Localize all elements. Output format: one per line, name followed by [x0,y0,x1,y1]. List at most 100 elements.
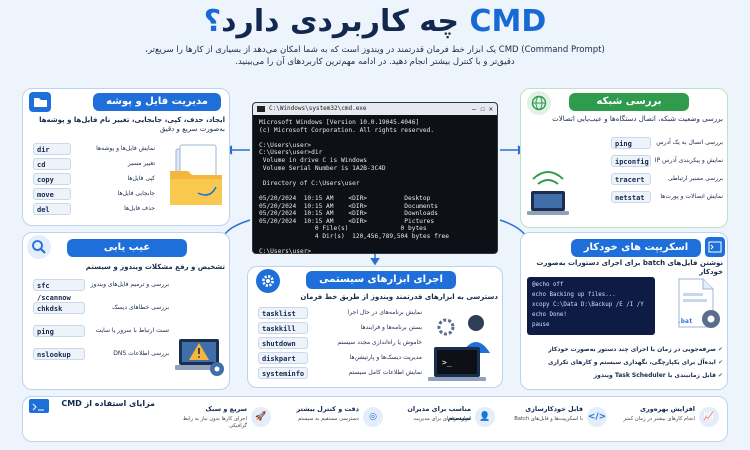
scripts-subtitle: نوشتن فایل‌های batch برای اجرای دستورات … [536,259,723,276]
benefit-item: 📈 افزایش بهره‌وری انجام کارهای بیشتر در زم… [611,401,723,445]
command-description: مدیریت دیسک‌ها و پارتیشن‌ها [349,354,422,361]
script-benefit-item: ✔ ایده‌آل برای یکپارچگی، نگهداری سیستم و… [527,356,723,369]
system-tools-title: اجرای ابزارهای سیستمی [306,271,456,289]
terminal-line [259,241,491,249]
benefit-description: اجرای کارها بدون نیاز به رابط گرافیکی [182,416,247,429]
rocket-icon: 🚀 [251,407,271,427]
command-diskpart: diskpart [258,352,308,364]
command-del: del [33,203,71,215]
terminal-output[interactable]: Microsoft Windows [Version 10.0.19045.40… [253,115,497,260]
benefits-bar: مزایای استفاده از CMD 🚀 سریع و سبک اجرای ک… [22,396,728,442]
benefit-title: افزایش بهره‌وری [640,405,695,413]
bat-file-icon [671,275,725,335]
code-line: pause [532,322,550,328]
command-description: بررسی خطاهای دیسک [112,304,169,311]
terminal-line [259,187,491,195]
terminal-line: 05/20/2024 10:15 AM <DIR> Downloads [259,210,438,218]
command-description: حذف فایل‌ها [124,205,155,212]
code-line: @echo off [532,282,564,288]
terminal-line: Volume Serial Number is 1A2B-3C4D [259,164,386,172]
benefit-description: انجام کارهای بیشتر در زمان کمتر [623,416,695,422]
command-ping: ping [611,137,651,149]
command-description: بستن برنامه‌ها و فرایندها [360,324,422,331]
folder-illustration [168,141,226,211]
terminal-line: C:\Users\user>dir [259,149,323,157]
cmd-window-icon [29,399,49,413]
command-tasklist: tasklist [258,307,308,319]
command-shutdown: shutdown [258,337,308,349]
terminal-line: Microsoft Windows [Version 10.0.19045.40… [259,119,420,126]
command-systeminfo: systeminfo [258,367,308,379]
folder-icon [29,92,51,112]
command-chkdsk: chkdsk [33,302,85,314]
command-description: جابجایی فایل‌ها [117,190,155,197]
terminal-window-controls[interactable]: — ☐ ✕ [471,105,493,113]
network-card: بررسی شبکه بررسی وضعیت شبکه، اتصال دستگا… [520,88,728,228]
troubleshoot-title: عیب یابی [67,239,187,257]
command-description: نمایش و پیکربندی آدرس IP [654,157,723,164]
system-tools-card: اجرای ابزارهای سیستمی دسترسی به ابزارهای… [247,266,503,388]
gear-icon [256,269,280,293]
command-cd: cd [33,158,71,170]
benefit-title: مناسب برای مدیران سیستم [407,405,471,422]
terminal-line: (c) Microsoft Corporation. All rights re… [259,126,435,134]
code-line: xcopy C:\Data D:\Backup /E /I /Y [532,302,644,308]
script-benefit-text: ایده‌آل برای یکپارچگی، نگهداری سیستم و ک… [547,359,716,366]
terminal-line [259,134,491,142]
cmd-terminal-window: C:\Windows\system32\cmd.exe — ☐ ✕ Micros… [252,102,498,255]
terminal-line: C:\Users\user>_ [259,248,315,256]
check-icon: ✔ [715,372,723,379]
terminal-title-bar: C:\Windows\system32\cmd.exe — ☐ ✕ [253,103,497,115]
command-ping: ping [33,325,85,337]
command-dir: dir [33,143,71,155]
benefit-title: سریع و سبک [205,405,247,413]
terminal-app-icon [257,106,265,112]
terminal-line: 05/20/2024 10:15 AM <DIR> Pictures [259,217,435,225]
check-icon: ✔ [715,359,723,366]
magnifier-icon [27,235,51,259]
command-description: نمایش فایل‌ها و پوشه‌ها [96,145,155,152]
chart-icon: 📈 [699,407,719,427]
check-icon: ✔ [715,346,723,353]
terminal-line: 05/20/2024 10:15 AM <DIR> Desktop [259,194,431,202]
benefit-description: دسترسی مستقیم به سیستم [297,416,359,422]
file-management-card: مدیریت فایل و پوشه ایجاد، حذف، کپی، جابج… [22,88,230,226]
bat-file-label: .bat [677,317,693,325]
command-description: بررسی و ترمیم فایل‌های ویندوز [90,281,169,288]
page-title: CMD چه کاربردی دارد؟ [0,4,750,40]
intro-line-1: CMD (Command Prompt) یک ابزار خط فرمان ق… [145,45,605,55]
svg-text:>_: >_ [442,358,452,367]
benefit-item: 🚀 سریع و سبک اجرای کارها بدون نیاز به رابط… [163,401,275,445]
terminal-line: 4 Dir(s) 120,456,789,504 bytes free [259,232,449,240]
command-description: نمایش برنامه‌های در حال اجرا [347,309,422,316]
command-description: خاموش یا راه‌اندازی مجدد سیستم [337,339,422,346]
command-description: تغییر مسیر [127,160,155,167]
title-main: چه کاربردی دارد [221,4,460,39]
command-description: تست ارتباط با سرور یا سایت [95,327,169,334]
laptop-warning-icon [175,327,227,381]
command-description: بررسی مسیر ارتباطی [667,175,723,182]
terminal-icon [705,237,725,257]
scripts-title: اسکریپت های خودکار [571,239,701,257]
admin-user-illustration: >_ [424,307,500,385]
intro-text: CMD (Command Prompt) یک ابزار خط فرمان ق… [90,44,660,68]
file-management-subtitle-2: به‌صورت سریع و دقیق [159,125,225,133]
benefit-description: ابزار حرفه‌ای برای مدیریت [413,416,471,422]
benefit-title: دقت و کنترل بیشتر [296,405,359,413]
terminal-line: Directory of C:\Users\user [259,179,360,187]
terminal-line: C:\Users\user> [259,141,312,149]
script-benefit-item: ✔ صرفه‌جویی در زمان با اجرای چند دستور ب… [527,343,723,356]
script-benefit-text: صرفه‌جویی در زمان با اجرای چند دستور به‌… [548,346,716,353]
command-move: move [33,188,71,200]
scripts-card: اسکریپت های خودکار نوشتن فایل‌های batch … [520,232,728,390]
command-ipconfig: ipconfig [611,155,651,167]
code-icon: </> [587,407,607,427]
command-description: نمایش اطلاعات کامل سیستم [348,369,422,376]
target-icon: ◎ [363,407,383,427]
benefits-title: مزایای استفاده از CMD [61,399,155,408]
terminal-line: Volume in drive C is Windows [259,156,368,164]
terminal-line [259,172,491,180]
